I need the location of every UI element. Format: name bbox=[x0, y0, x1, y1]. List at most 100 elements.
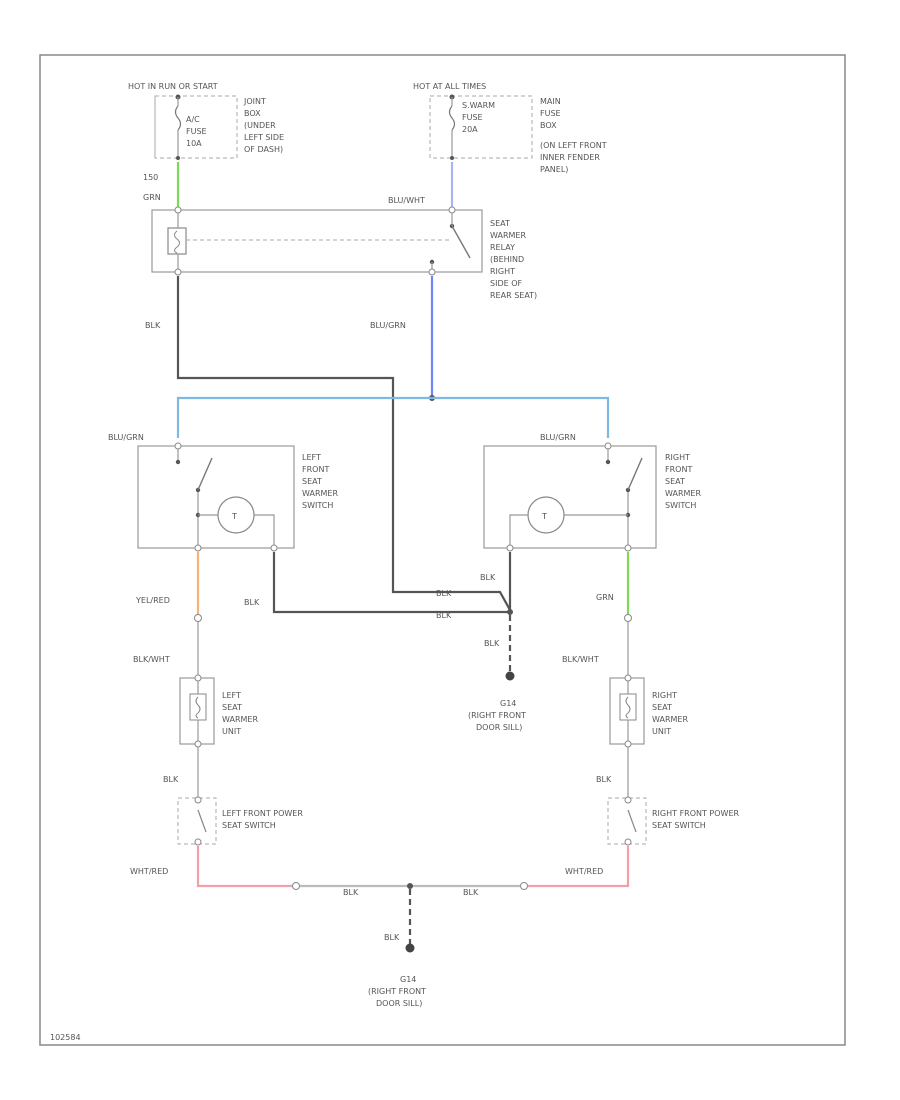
relay-label-2: WARMER bbox=[490, 231, 526, 240]
left-fuse-wire-label: GRN bbox=[143, 193, 161, 202]
right-fuse-line-3: 20A bbox=[462, 125, 478, 134]
bottom-ground-splice bbox=[407, 883, 413, 889]
relay-label-4: (BEHIND bbox=[490, 255, 524, 264]
left-fuse-line-2: FUSE bbox=[186, 127, 207, 136]
right-switch-label-2: FRONT bbox=[665, 465, 692, 474]
right-fuse-location-2: FUSE bbox=[540, 109, 561, 118]
mid-ground: BLK BLK BLK G14 (RIGHT FRONT DOOR SILL) bbox=[436, 589, 526, 732]
right-power-seat-out-wire: WHT/RED bbox=[565, 867, 603, 876]
left-fuse-icon bbox=[174, 105, 182, 131]
right-heater-element bbox=[619, 693, 637, 721]
bottom-ground: BLK BLK BLK G14 (RIGHT FRONT DOOR SILL) bbox=[343, 883, 479, 1008]
right-fuse-location-1: MAIN bbox=[540, 97, 561, 106]
bottom-ground-wire-a: BLK bbox=[343, 888, 359, 897]
relay-out-wire-label: BLU/GRN bbox=[370, 321, 406, 330]
right-heater-label-4: UNIT bbox=[652, 727, 671, 736]
left-heater-label-1: LEFT bbox=[222, 691, 241, 700]
right-switch-lamp-label: T bbox=[541, 512, 547, 521]
left-switch-contact bbox=[197, 457, 213, 491]
right-power-seat-switch: RIGHT FRONT POWER SEAT SWITCH bbox=[607, 796, 740, 846]
seat-warmer-relay: SEAT WARMER RELAY (BEHIND RIGHT SIDE OF … bbox=[151, 206, 537, 300]
bottom-ground-point bbox=[405, 943, 415, 953]
left-heater-label-3: WARMER bbox=[222, 715, 258, 724]
relay-label-1: SEAT bbox=[490, 219, 510, 228]
left-heater-out-wire: BLK bbox=[163, 775, 179, 784]
left-switch-ground-wire-label: BLK bbox=[244, 598, 260, 607]
wire-blk-relay-ground bbox=[176, 276, 511, 611]
bottom-ground-drop-wire: BLK bbox=[384, 933, 400, 942]
right-switch-label-1: RIGHT bbox=[665, 453, 690, 462]
relay-switch-contact bbox=[451, 225, 471, 259]
left-heater-label-4: UNIT bbox=[222, 727, 241, 736]
left-fuse-location-1: JOINT bbox=[243, 97, 266, 106]
right-heater-out-wire: BLK bbox=[596, 775, 612, 784]
relay-ground-wire-label: BLK bbox=[145, 321, 161, 330]
left-switch-label-5: SWITCH bbox=[302, 501, 333, 510]
left-fuse-header: HOT IN RUN OR START bbox=[128, 82, 218, 91]
wire-whtred-left bbox=[196, 846, 292, 888]
left-fuse-location-2: BOX bbox=[244, 109, 261, 118]
bottom-ground-location-1: (RIGHT FRONT bbox=[368, 987, 426, 996]
left-power-seat-label-2: SEAT SWITCH bbox=[222, 821, 276, 830]
left-power-seat-label-1: LEFT FRONT POWER bbox=[222, 809, 303, 818]
left-switch-label-1: LEFT bbox=[302, 453, 321, 462]
right-seat-warmer-unit: BLK/WHT RIGHT SEAT WARMER UNIT bbox=[562, 655, 688, 748]
wire-blugrn-distribution bbox=[176, 396, 610, 438]
mid-ground-wire-a: BLK bbox=[436, 589, 452, 598]
left-switch-lamp-label: T bbox=[231, 512, 237, 521]
right-fuse-icon bbox=[448, 105, 456, 131]
left-switch-label-4: WARMER bbox=[302, 489, 338, 498]
left-heater-label-2: SEAT bbox=[222, 703, 242, 712]
right-switch-label-3: SEAT bbox=[665, 477, 685, 486]
relay-label-7: REAR SEAT) bbox=[490, 291, 537, 300]
right-heater-in-wire: BLK/WHT bbox=[562, 655, 599, 664]
right-fuse-location-4: (ON LEFT FRONT bbox=[540, 141, 607, 150]
mid-ground-location-2: DOOR SILL) bbox=[476, 723, 522, 732]
bottom-ground-location-2: DOOR SILL) bbox=[376, 999, 422, 1008]
left-fuse-line-1: A/C bbox=[186, 115, 200, 124]
left-fuse-location-5: OF DASH) bbox=[244, 145, 283, 154]
right-switch-ground-wire-label: BLK bbox=[480, 573, 496, 582]
mid-ground-point bbox=[505, 671, 515, 681]
left-fuse-circuit-no: 150 bbox=[143, 173, 158, 182]
mid-ground-location-1: (RIGHT FRONT bbox=[468, 711, 526, 720]
right-fuse-location-3: BOX bbox=[540, 121, 557, 130]
right-switch-label-5: SWITCH bbox=[665, 501, 696, 510]
left-switch-label-2: FRONT bbox=[302, 465, 329, 474]
left-switch-label-3: SEAT bbox=[302, 477, 322, 486]
left-switch-in-wire-label: BLU/GRN bbox=[108, 433, 144, 442]
right-fuse-block: HOT AT ALL TIMES S.WARM FUSE 20A MAIN FU… bbox=[413, 82, 607, 174]
right-fuse-line-1: S.WARM bbox=[462, 101, 495, 110]
left-power-seat-switch: LEFT FRONT POWER SEAT SWITCH bbox=[177, 796, 303, 846]
left-fuse-location-4: LEFT SIDE bbox=[244, 133, 284, 142]
right-power-seat-contact bbox=[627, 809, 637, 833]
mid-ground-wire-b: BLK bbox=[436, 611, 452, 620]
left-heater-element bbox=[189, 693, 207, 721]
right-fuse-wire-label: BLU/WHT bbox=[388, 196, 425, 205]
left-power-seat-contact bbox=[197, 809, 207, 833]
bottom-ground-name: G14 bbox=[400, 975, 416, 984]
left-heater-in-wire: BLK/WHT bbox=[133, 655, 170, 664]
right-power-seat-label-2: SEAT SWITCH bbox=[652, 821, 706, 830]
relay-label-6: SIDE OF bbox=[490, 279, 522, 288]
left-seat-warmer-switch: BLU/GRN T LEFT FRONT SEAT WARMER SWITCH bbox=[108, 433, 338, 552]
left-fuse-location-3: (UNDER bbox=[244, 121, 276, 130]
mid-ground-name: G14 bbox=[500, 699, 516, 708]
right-fuse-location-5: INNER FENDER bbox=[540, 153, 600, 162]
bottom-ground-wire-b: BLK bbox=[463, 888, 479, 897]
left-power-seat-out-wire: WHT/RED bbox=[130, 867, 168, 876]
right-heater-label-1: RIGHT bbox=[652, 691, 677, 700]
wire-whtred-right bbox=[528, 846, 630, 888]
relay-label-5: RIGHT bbox=[490, 267, 515, 276]
right-power-seat-label-1: RIGHT FRONT POWER bbox=[652, 809, 740, 818]
right-fuse-line-2: FUSE bbox=[462, 113, 483, 122]
right-heater-label-2: SEAT bbox=[652, 703, 672, 712]
right-heater-label-3: WARMER bbox=[652, 715, 688, 724]
right-switch-label-4: WARMER bbox=[665, 489, 701, 498]
left-fuse-line-3: 10A bbox=[186, 139, 202, 148]
mid-ground-splice bbox=[507, 609, 513, 615]
mid-ground-drop-wire: BLK bbox=[484, 639, 500, 648]
wire-blk-left-switch-ground bbox=[272, 552, 510, 614]
right-seat-warmer-switch: BLU/GRN T RIGHT FRONT SEAT WARMER SWITCH bbox=[483, 433, 701, 552]
left-switch-out-wire-label: YEL/RED bbox=[135, 596, 170, 605]
